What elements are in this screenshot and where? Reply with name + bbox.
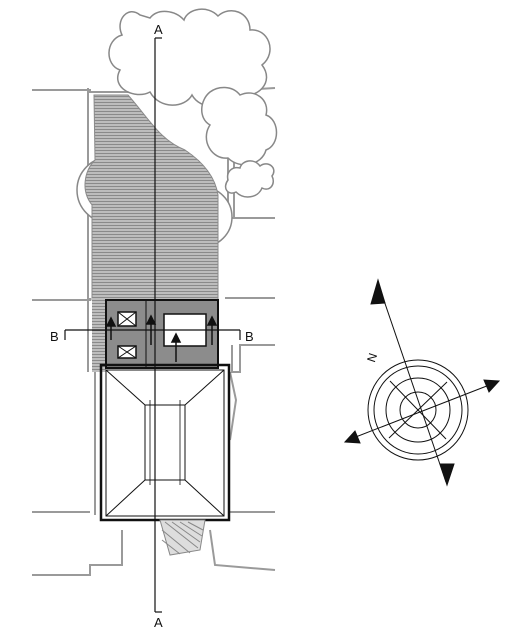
garden-hatched-area [84,94,219,301]
section-b-right-label: B [245,329,254,344]
north-label: N [364,351,380,364]
section-a-top-label: A [154,22,163,37]
section-line-b [64,329,241,340]
parking-area [105,299,219,369]
rear-steps [159,519,206,556]
drive-direction-arrows [105,314,218,362]
house-roof-plan [99,363,231,522]
section-line-a [154,37,162,613]
section-a-bottom-label: A [154,615,163,630]
north-compass-icon [343,278,501,487]
section-b-left-label: B [50,329,59,344]
garden-side-strip [92,298,106,372]
